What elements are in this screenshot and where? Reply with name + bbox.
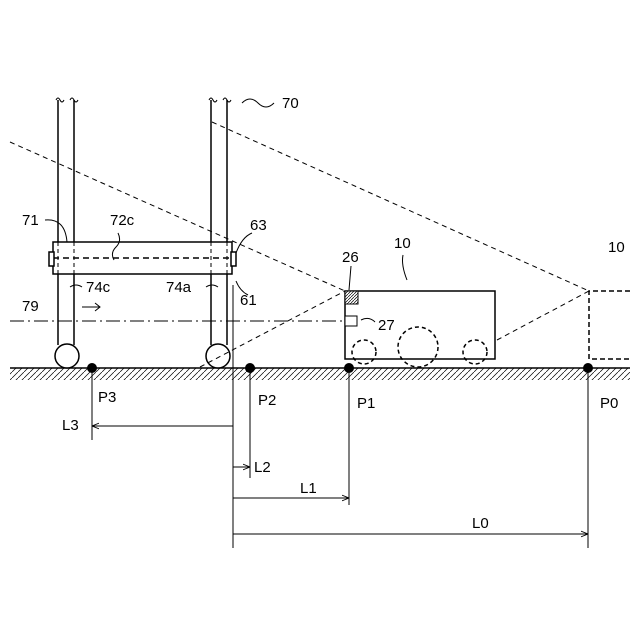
label-l1: L1	[300, 480, 317, 497]
ref-26: 26	[342, 249, 359, 266]
label-p2: P2	[258, 392, 276, 409]
point-p0	[583, 363, 593, 373]
label-l0: L0	[472, 515, 489, 532]
sensor-27	[345, 316, 357, 326]
leader-63	[236, 233, 252, 253]
leader-74a	[206, 285, 218, 287]
ref-10-right: 10	[608, 239, 625, 256]
fov-upper-p0	[212, 122, 589, 291]
cart-end-cap-left	[49, 252, 54, 266]
ref-10-left: 10	[394, 235, 411, 252]
cart-right-post	[209, 98, 231, 345]
leader-74c	[70, 285, 82, 287]
labels: 70 71 72c 63 10 10 26 27 74c 74a 61 79 P…	[22, 95, 625, 532]
ref-61: 61	[240, 292, 257, 309]
robot-p0-body	[589, 291, 630, 359]
robot-10	[345, 291, 495, 367]
ref-70: 70	[282, 95, 299, 112]
leader-71	[45, 220, 67, 242]
point-p1	[344, 363, 354, 373]
cart-wheel-left	[55, 344, 79, 368]
ref-74c: 74c	[86, 279, 111, 296]
floor-hatch	[10, 368, 630, 380]
sensor-26	[345, 291, 358, 304]
arrow-79	[82, 303, 100, 311]
cart-wheel-right	[206, 344, 230, 368]
ref-71: 71	[22, 212, 39, 229]
point-p3	[87, 363, 97, 373]
ref-63: 63	[250, 217, 267, 234]
ref-79: 79	[22, 298, 39, 315]
label-l2: L2	[254, 459, 271, 476]
point-p2	[245, 363, 255, 373]
ref-72c: 72c	[110, 212, 135, 229]
label-p1: P1	[357, 395, 375, 412]
label-l3: L3	[62, 417, 79, 434]
cart-end-cap-right	[231, 252, 236, 266]
distance-markers	[92, 285, 588, 548]
leader-26	[349, 266, 351, 290]
leader-10	[403, 255, 408, 280]
cart-70	[49, 98, 274, 368]
ref-70-leader	[242, 99, 274, 107]
ref-74a: 74a	[166, 279, 192, 296]
label-p0: P0	[600, 395, 618, 412]
robot-10-position-p0	[589, 291, 630, 359]
label-p3: P3	[98, 389, 116, 406]
fov-lower-p0	[497, 291, 589, 340]
robot-body	[345, 291, 495, 359]
cart-left-post	[56, 98, 78, 345]
ref-27: 27	[378, 317, 395, 334]
floor	[10, 368, 630, 380]
